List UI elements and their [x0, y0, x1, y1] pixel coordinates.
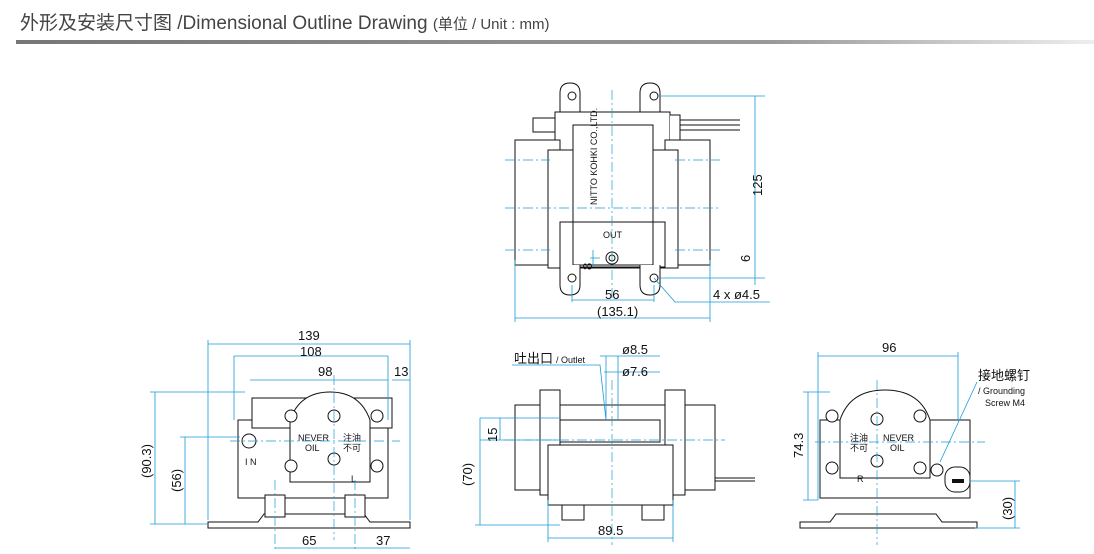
oil-label: OIL — [890, 443, 905, 453]
brand-label: NITTO KOHKI CO.,LTD. — [589, 108, 599, 205]
dim-holes: 4 x ø4.5 — [713, 287, 760, 302]
dim-96: 96 — [882, 340, 896, 355]
dim-90-3: (90.3) — [139, 444, 154, 478]
never-label: NEVER — [883, 433, 915, 443]
dim-98: 98 — [318, 364, 332, 379]
dim-65: 65 — [302, 533, 316, 548]
cn-oil-label: 注油 — [850, 432, 868, 443]
grounding-screw-label: Screw M4 — [985, 398, 1025, 408]
dim-15: 15 — [485, 428, 500, 442]
outlet-en-label: / Outlet — [556, 355, 586, 365]
side-r-label: R — [857, 474, 864, 484]
dim-56: (56) — [169, 469, 184, 492]
dim-8: 8 — [580, 263, 595, 270]
dim-74-3: 74.3 — [791, 433, 806, 458]
dim-37: 37 — [376, 533, 390, 548]
dim-d7-6: ø7.6 — [622, 364, 648, 379]
title-text: 外形及安装尺寸图 /Dimensional Outline Drawing — [20, 13, 428, 34]
dim-70: (70) — [460, 463, 475, 486]
outlet-cn-label: 吐出口 — [514, 351, 553, 366]
dim-108: 108 — [300, 344, 322, 359]
unit-text: (单位 / Unit : mm) — [432, 16, 550, 33]
side-l-label: L — [351, 474, 356, 484]
out-port-label: OUT — [603, 230, 623, 240]
dim-56: 56 — [605, 287, 619, 302]
oil-label: OIL — [305, 443, 320, 453]
page-title: 外形及安装尺寸图 /Dimensional Outline Drawing (单… — [20, 8, 550, 35]
grounding-cn-label: 接地螺钉 — [978, 368, 1030, 383]
dim-13: 13 — [394, 364, 408, 379]
dim-6: 6 — [738, 255, 753, 262]
never-label: NEVER — [298, 433, 330, 443]
dim-89-5: 89.5 — [598, 523, 623, 538]
inlet-label: I N — [245, 457, 257, 467]
grounding-en-label: / Grounding — [978, 386, 1025, 396]
dim-d8-5: ø8.5 — [622, 342, 648, 357]
cn-no-label: 不可 — [343, 443, 361, 453]
dim-30: (30) — [1000, 497, 1015, 520]
dim-139: 139 — [298, 328, 320, 343]
front-view: 吐出口 / Outlet ø8.5 ø7.6 15 (70) 89.5 — [460, 342, 755, 545]
left-view: NEVER OIL 注油 不可 L I N 139 108 98 13 (90.… — [139, 328, 411, 550]
top-view: NITTO KOHKI CO.,LTD. OUT 125 8 6 56 (135… — [505, 82, 770, 322]
cn-oil-label: 注油 — [343, 432, 361, 443]
dim-125: 125 — [750, 174, 765, 196]
dim-135-1: (135.1) — [597, 304, 638, 319]
right-view: 注油 不可 NEVER OIL R 96 74.3 (30) 接地螺钉 / Gr… — [791, 340, 1030, 545]
cn-no-label: 不可 — [850, 443, 868, 453]
title-divider — [16, 40, 1094, 44]
